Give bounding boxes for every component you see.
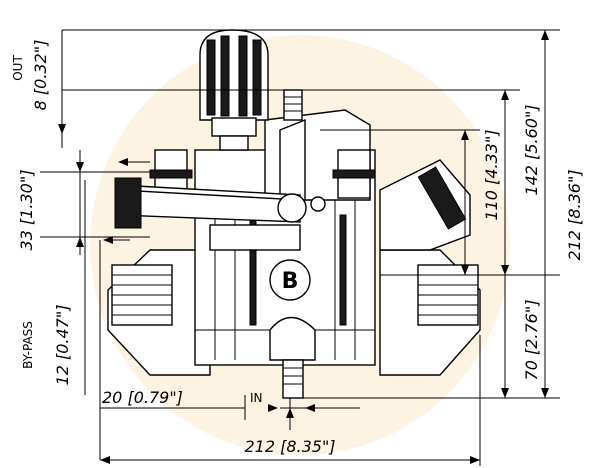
bypass-lever [114,177,326,251]
dim-height-110: 110 [4.33"] [482,129,501,220]
dim-height-70: 70 [2.76"] [522,300,541,381]
right-rib-block [417,264,479,326]
dim-out-offset: 8 [0.32"] [31,40,50,111]
right-dimensions: 212 [8.36"] 142 [5.60"] 110 [4.33"] 70 [… [268,29,584,399]
dim-bypass-height: 33 [1.30"] [17,170,36,251]
logo-circle [269,259,311,301]
bottom-dimension: 212 [8.35"] [100,335,481,466]
out-fitting [283,89,303,121]
label-bypass: BY-PASS [21,321,35,369]
pump-body: B [107,109,481,399]
pressure-regulator [199,29,269,151]
dim-height-142: 142 [5.60"] [522,104,541,195]
label-in: IN [250,391,263,405]
logo-letter: B [282,269,299,294]
left-dimensions: OUT 8 [0.32"] 33 [1.30"] BY-PASS 12 [0.4… [11,29,360,460]
dim-overall-height: 212 [8.36"] [565,169,584,260]
left-rib-block [111,264,173,326]
label-out: OUT [11,55,25,81]
dim-in-offset: 20 [0.79"] [102,388,183,407]
dim-overall-width: 212 [8.35"] [244,437,335,456]
dim-bypass-offset: 12 [0.47"] [53,305,72,386]
